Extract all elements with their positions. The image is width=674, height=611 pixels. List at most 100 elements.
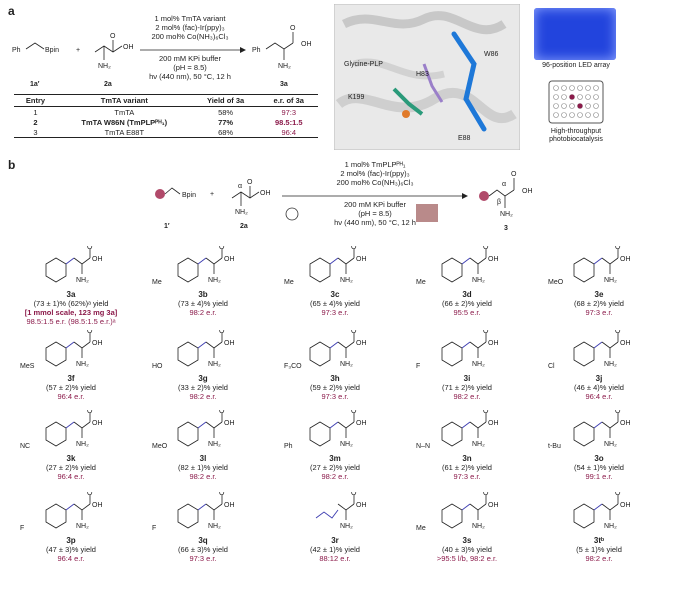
carbonyl-o: O <box>615 330 621 335</box>
carbonyl-o: O <box>483 492 489 497</box>
plus-a: + <box>76 47 80 54</box>
compound-yield: (82 ± 1)% yield <box>178 463 228 472</box>
compound-yield: (46 ± 4)% yield <box>574 383 624 392</box>
compound-yield: (66 ± 3)% yield <box>178 545 228 554</box>
substituent: Me <box>416 279 426 286</box>
amine-nh2: NH₂ <box>208 441 221 448</box>
conditions-b-top: 1 mol% TmPLPᴾᴴ₁ 2 mol% (fac)-Ir(ppy)₃ 20… <box>336 160 414 187</box>
r1-bpin: Bpin <box>45 47 59 54</box>
compound-er: 95:5 e.r. <box>453 308 481 317</box>
p-oh: OH <box>301 41 312 48</box>
compound-yield: (65 ± 4)% yield <box>310 299 360 308</box>
compound-id: 3m <box>329 454 341 463</box>
amine-nh2: NH₂ <box>340 277 353 284</box>
conditions-a-bottom: 200 mM KPi buffer (pH = 8.5) hν (440 nm)… <box>149 54 231 81</box>
conditions-a-top: 1 mol% TmTA variant 2 mol% (fac)-Ir(ppy)… <box>151 14 229 41</box>
compound-yield: (54 ± 1)% yield <box>574 463 624 472</box>
carbonyl-o: O <box>615 246 621 251</box>
r1-label: 1a′ <box>30 81 40 88</box>
panel-b-label: b <box>8 158 16 172</box>
compound-yield: (71 ± 2)% yield <box>442 383 492 392</box>
panel-a-label: a <box>8 4 15 18</box>
acid-oh: OH <box>224 340 235 347</box>
acid-oh: OH <box>488 502 499 509</box>
amine-nh2: NH₂ <box>76 277 89 284</box>
carbonyl-o: O <box>219 410 225 415</box>
amine-nh2: NH₂ <box>76 441 89 448</box>
compound-structure: O OH NH₂ MeO <box>152 410 235 450</box>
compound-yield: (33 ± 2)% yield <box>178 383 228 392</box>
carbonyl-o: O <box>219 330 225 335</box>
amine-nh2: NH₂ <box>604 361 617 368</box>
amine-nh2: NH₂ <box>208 523 221 530</box>
p-ph: Ph <box>252 47 261 54</box>
p-o: O <box>290 25 296 32</box>
pb-oh: OH <box>522 188 533 195</box>
amine-nh2: NH₂ <box>340 361 353 368</box>
substituent: F₃CO <box>284 363 302 370</box>
compound-yield: (47 ± 3)% yield <box>46 545 96 554</box>
compound-er: 98:2 e.r. <box>189 392 217 401</box>
compound-id: 3tᵇ <box>593 536 605 545</box>
carbonyl-o: O <box>219 492 225 497</box>
plus-b: + <box>210 191 214 198</box>
substituent: MeO <box>152 443 168 450</box>
acid-oh: OH <box>620 502 631 509</box>
acid-oh: OH <box>92 256 103 263</box>
compound-id: 3r <box>331 536 339 545</box>
acid-oh: OH <box>92 340 103 347</box>
compound-yield: (42 ± 1)% yield <box>310 545 360 554</box>
label-h83: H83 <box>416 71 429 78</box>
acid-oh: OH <box>488 256 499 263</box>
substituent: F <box>20 525 24 532</box>
compound-er: 98:2 e.r. <box>585 554 613 563</box>
rb2-o: O <box>247 179 253 186</box>
compound-id: 3a <box>66 290 76 299</box>
compound-yield: (73 ± 4)% yield <box>178 299 228 308</box>
compound-id: 3e <box>594 290 604 299</box>
compound-er: 98:2 e.r. <box>189 472 217 481</box>
compound-id: 3o <box>594 454 604 463</box>
amine-nh2: NH₂ <box>472 523 485 530</box>
compound-id: 3j <box>595 374 603 383</box>
label-w86: W86 <box>484 51 499 58</box>
variant-table: Entry TmTA variant Yield of 3a e.r. of 3… <box>14 94 318 138</box>
substituent: t-Bu <box>548 443 561 450</box>
substituent: F <box>416 363 420 370</box>
th-variant: TmTA variant <box>56 94 192 107</box>
compound-er: 97:3 e.r. <box>189 554 217 563</box>
acid-oh: OH <box>488 340 499 347</box>
carbonyl-o: O <box>351 246 357 251</box>
compound-er: 97:3 e.r. <box>321 308 349 317</box>
compound-er: 96:4 e.r. <box>57 554 85 563</box>
r2-oh: OH <box>123 44 134 51</box>
compound-er: 97:3 e.r. <box>321 392 349 401</box>
amine-nh2: NH₂ <box>604 523 617 530</box>
acid-oh: OH <box>224 420 235 427</box>
label-e88: E88 <box>458 135 471 142</box>
compound-er: 88:12 e.r. <box>319 554 351 563</box>
substituent: Me <box>416 525 426 532</box>
acid-oh: OH <box>620 256 631 263</box>
carbonyl-o: O <box>483 246 489 251</box>
substituent: Me <box>152 279 162 286</box>
compound-er: 97:3 e.r. <box>453 472 481 481</box>
compound-yield: (73 ± 1)% (62%)ᵃ yield <box>33 299 109 308</box>
